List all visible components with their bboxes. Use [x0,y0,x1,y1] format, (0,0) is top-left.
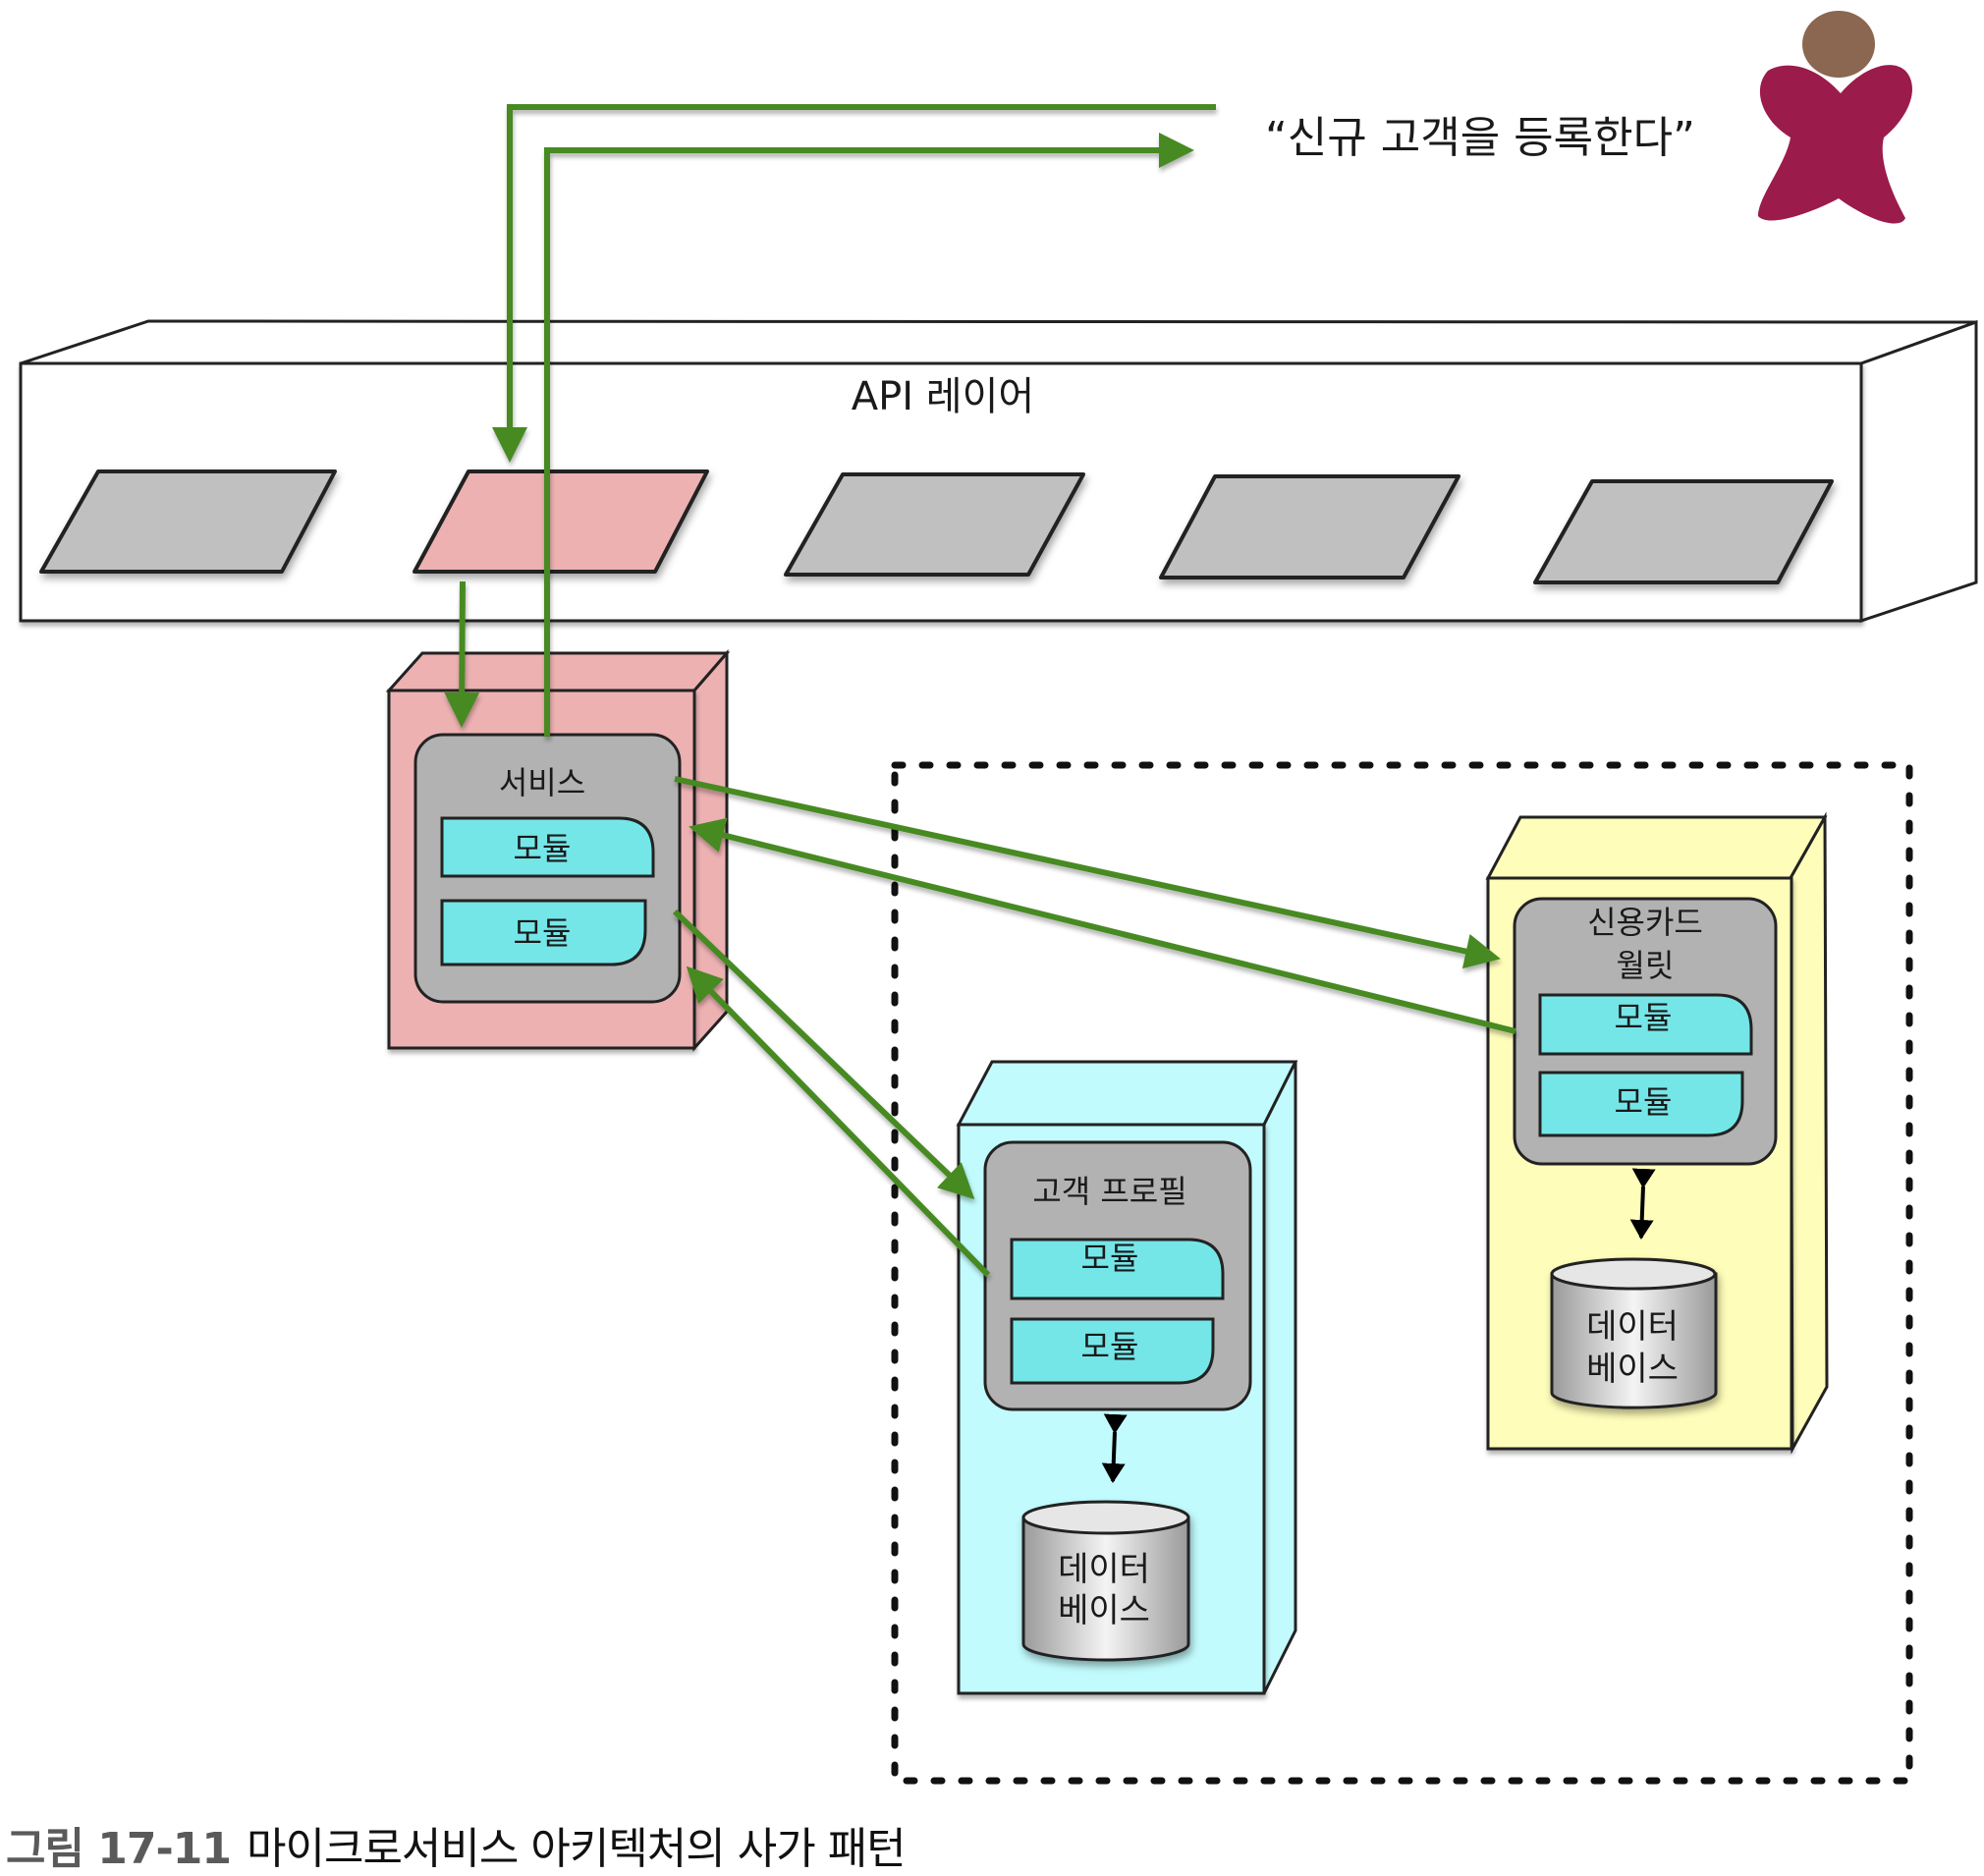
wallet-module-2-label: 모듈 [1615,1083,1673,1121]
wallet-to-service-arrow [689,817,1516,1034]
wallet-db-label-2: 베이스 [1586,1350,1679,1389]
api-layer-side [1859,319,1978,624]
service-to-wallet-arrow [674,776,1501,969]
service-box-top [385,651,731,692]
service-title: 서비스 [499,764,585,801]
flow-arrows [444,104,1516,1278]
customer-to-service-arrow [686,966,991,1278]
response-arrow [544,133,1194,737]
figure-caption: 그림 17-11 마이크로서비스 아키텍처의 사가 패턴 [6,1813,907,1876]
service-to-customer-arrow [672,909,975,1200]
wallet-db-double-arrow [1629,1168,1656,1240]
customer-module-1-label: 모듈 [1081,1240,1139,1277]
customer-db-label-1: 데이터 [1058,1550,1150,1589]
wallet-database-icon [1550,1257,1718,1409]
wallet-title-2: 월릿 [1617,947,1675,984]
service-module-1-label: 모듈 [514,830,572,867]
api-endpoint-2-active[interactable] [413,469,709,574]
customer-db-double-arrow [1101,1413,1128,1483]
customer-db-label-2: 베이스 [1058,1591,1150,1630]
credit-card-wallet-service[interactable]: 신용카드 월릿 모듈 모듈 데이터 베이스 [1485,811,1829,1455]
customer-database-icon [1021,1500,1190,1662]
api-endpoint-5[interactable] [1533,479,1834,584]
figure-title: 마이크로서비스 아키텍처의 사가 패턴 [247,1824,907,1874]
wallet-title-1: 신용카드 [1587,904,1703,941]
customer-module-1[interactable] [1010,1238,1225,1300]
wallet-module-1-label: 모듈 [1615,999,1673,1036]
wallet-module-1[interactable] [1538,993,1753,1056]
figure-number: 그림 17-11 [6,1824,232,1874]
orchestrator-service[interactable]: 서비스 모듈 모듈 [385,648,731,1052]
bounded-context-boundary [891,761,1913,1785]
person-body [1758,65,1912,224]
api-layer: API 레이어 [19,319,1978,624]
customer-title: 고객 프로필 [1032,1173,1186,1210]
request-arrow [492,104,1216,463]
person-head [1802,11,1875,78]
api-endpoint-3[interactable] [784,472,1085,577]
api-layer-top [20,319,1977,365]
service-module-2[interactable] [440,899,647,966]
wallet-db-label-1: 데이터 [1586,1307,1679,1347]
wallet-box-side [1789,811,1829,1455]
customer-profile-service[interactable]: 고객 프로필 모듈 모듈 데이터 베이스 [956,1060,1298,1695]
service-module-1[interactable] [440,816,655,878]
endpoint-to-service-arrow [444,580,480,728]
customer-box-top [956,1060,1298,1127]
customer-module-2[interactable] [1010,1317,1215,1385]
person-icon [1758,11,1912,224]
api-endpoint-1[interactable] [39,469,337,574]
service-module-2-label: 모듈 [514,914,572,952]
customer-module-2-label: 모듈 [1081,1328,1139,1365]
api-layer-label: API 레이어 [852,374,1034,419]
wallet-module-2[interactable] [1538,1071,1744,1137]
request-text: “신규 고객을 등록한다” [1265,113,1695,163]
wallet-box-top [1485,815,1828,880]
customer-box-side [1262,1061,1297,1694]
api-endpoint-4[interactable] [1159,474,1460,579]
